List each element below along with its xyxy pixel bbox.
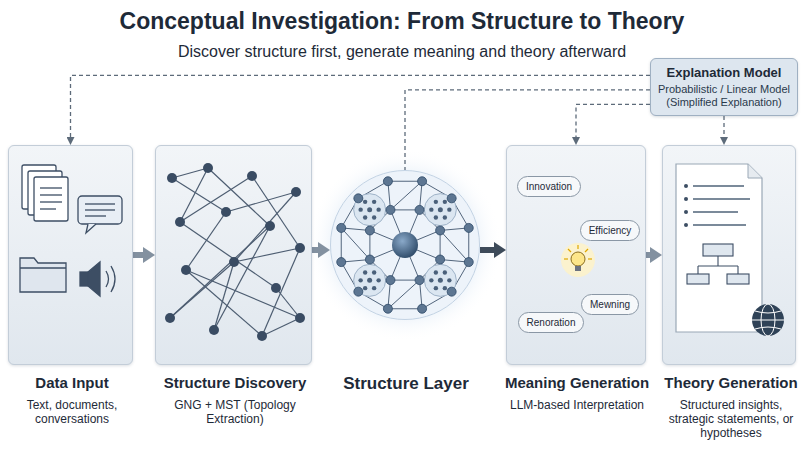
process-panel: InnovationEfficiencyMewningRenorationMea… (506, 145, 646, 365)
layer-network (337, 177, 474, 314)
glow (308, 148, 502, 342)
flow-arrow (312, 247, 318, 253)
concept-oval: Renoration (518, 312, 585, 333)
concept-label: Efficiency (589, 224, 632, 237)
flow-arrow (480, 247, 494, 253)
concept-label: Innovation (526, 180, 572, 193)
panel-description: Text, documents, conversations (3, 398, 141, 426)
dashed-connector (576, 104, 650, 137)
dashed-connector (723, 116, 724, 137)
layer-disk (331, 171, 479, 319)
dashed-connector (71, 75, 651, 137)
lightbulb (561, 243, 595, 277)
panel-description: GNG + MST (Topology Extraction) (149, 398, 321, 426)
panel-heading: Theory Generation (659, 373, 803, 392)
flow-arrow (133, 252, 143, 258)
panel-heading: Data Input (3, 373, 141, 392)
concept-label: Renoration (527, 316, 576, 329)
network-graph (165, 163, 305, 341)
process-panel: Data InputText, documents, conversations (8, 145, 133, 365)
panel-heading: Meaning Generation (495, 373, 659, 392)
panel-description: LLM-based Interpretation (495, 398, 659, 412)
concept-label: Mewning (590, 298, 630, 311)
panel-description: Structured insights, strategic statement… (659, 398, 803, 440)
model-heading: Explanation Model (657, 65, 791, 81)
concept-oval: Innovation (517, 176, 581, 197)
model-description: Probabilistic / Linear Model (Simplified… (657, 83, 791, 109)
panel-fills (8, 145, 796, 365)
flow-arrow (646, 252, 650, 258)
panel-heading: Structure Layer (323, 373, 489, 394)
structure-layer-circle: Structure Layer (330, 170, 480, 320)
concept-oval: Mewning (581, 294, 639, 315)
model-box: Explanation ModelProbabilistic / Linear … (650, 58, 798, 116)
process-panel: Theory GenerationStructured insights, st… (662, 145, 796, 365)
theory-document (676, 164, 784, 336)
dashed-connector (405, 90, 650, 170)
data-icons (20, 165, 122, 296)
panel-heading: Structure Discovery (149, 373, 321, 392)
process-panel: Structure DiscoveryGNG + MST (Topology E… (155, 145, 312, 365)
concept-oval: Efficiency (580, 220, 641, 241)
title: Conceptual Investigation: From Structure… (0, 6, 804, 36)
